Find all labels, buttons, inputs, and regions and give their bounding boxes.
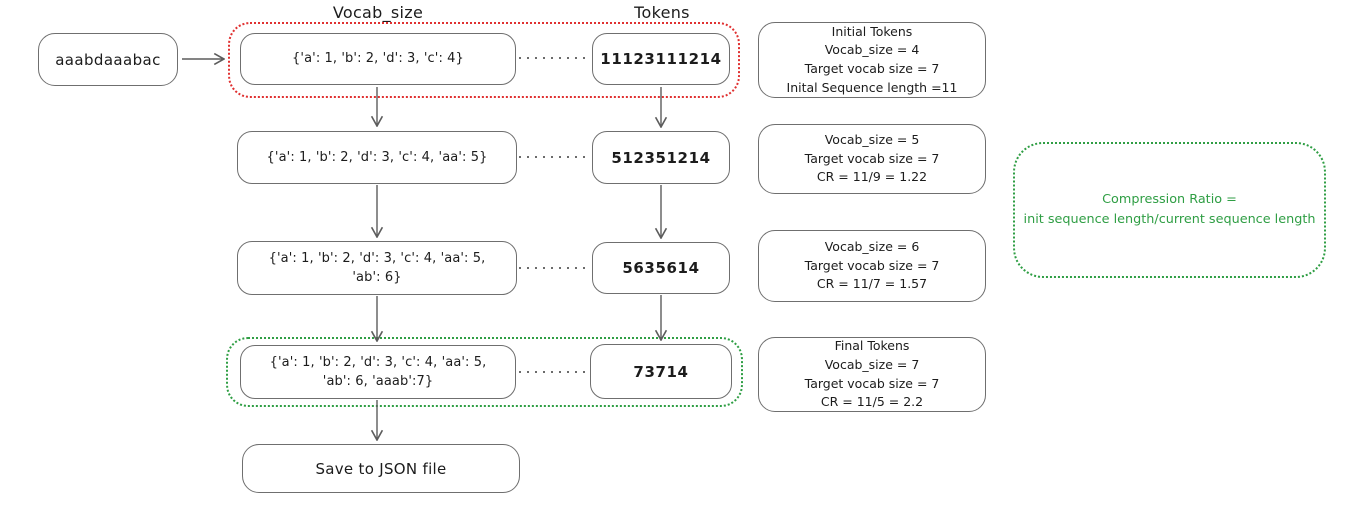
info-line: Initial Tokens (831, 23, 913, 39)
info-line: Target vocab size = 7 (804, 150, 940, 166)
info-line: CR = 11/7 = 1.57 (816, 276, 928, 292)
note-line: init sequence length/current sequence le… (1023, 212, 1316, 227)
initial-step-highlight-red (228, 22, 740, 98)
note-line: Compression Ratio = (1102, 191, 1237, 207)
info-line: Final Tokens (834, 338, 910, 353)
tokens-box-row2: 512351214 (592, 131, 730, 184)
tokens-box-row3: 5635614 (592, 242, 730, 294)
vocab-text: {'a': 1, 'b': 2, 'd': 3, 'c': 4} (292, 51, 464, 67)
tokens-text: 512351214 (611, 148, 711, 167)
info-line: Target vocab size = 7 (804, 375, 940, 391)
vocab-text: {'a': 1, 'b': 2, 'd': 3, 'c': 4, 'aa': 5… (269, 354, 487, 370)
info-line: CR = 11/9 = 1.22 (816, 169, 928, 185)
vocab-box-row2: {'a': 1, 'b': 2, 'd': 3, 'c': 4, 'aa': 5… (237, 131, 517, 184)
vocab-box-row3: {'a': 1, 'b': 2, 'd': 3, 'c': 4, 'aa': 5… (237, 241, 517, 295)
info-box-row3: Vocab_size = 6 Target vocab size = 7 CR … (758, 230, 986, 302)
tokens-box-row1: 11123111214 (592, 33, 730, 85)
info-line: Target vocab size = 7 (804, 61, 940, 76)
compression-ratio-note: Compression Ratio = init sequence length… (1013, 142, 1326, 278)
vocab-text: 'ab': 6} (352, 270, 402, 285)
info-box-row2: Vocab_size = 5 Target vocab size = 7 CR … (758, 124, 986, 194)
final-step-highlight-green (226, 337, 743, 407)
info-box-row1: Initial Tokens Vocab_size = 4 Target voc… (758, 22, 986, 98)
input-sequence-text: aaabdaaabac (55, 50, 161, 69)
info-line: Vocab_size = 4 (824, 42, 920, 58)
vocab-text: {'a': 1, 'b': 2, 'd': 3, 'c': 4, 'aa': 5… (266, 149, 488, 165)
info-box-row4: Final Tokens Vocab_size = 7 Target vocab… (758, 337, 986, 412)
info-line: Vocab_size = 5 (824, 131, 920, 147)
vocab-text: {'a': 1, 'b': 2, 'd': 3, 'c': 4, 'aa': 5… (268, 250, 486, 266)
tokens-text: 73714 (633, 362, 689, 381)
info-line: Vocab_size = 6 (824, 238, 920, 254)
tokens-text: 11123111214 (600, 50, 722, 68)
input-sequence-box: aaabdaaabac (38, 33, 178, 86)
save-to-json-box: Save to JSON file (242, 444, 520, 493)
column-header-tokens: Tokens (634, 3, 690, 22)
vocab-text: 'ab': 6, 'aaab':7} (322, 374, 434, 389)
info-line: Vocab_size = 7 (824, 356, 920, 372)
tokens-text: 5635614 (622, 259, 700, 277)
vocab-box-row4: {'a': 1, 'b': 2, 'd': 3, 'c': 4, 'aa': 5… (240, 345, 516, 399)
tokens-box-row4: 73714 (590, 344, 732, 399)
column-header-vocab-size: Vocab_size (332, 3, 424, 22)
save-to-json-text: Save to JSON file (315, 459, 447, 478)
info-line: Target vocab size = 7 (804, 257, 940, 273)
vocab-box-row1: {'a': 1, 'b': 2, 'd': 3, 'c': 4} (240, 33, 516, 85)
info-line: CR = 11/5 = 2.2 (820, 394, 924, 410)
info-line: Inital Sequence length =11 (786, 79, 958, 95)
